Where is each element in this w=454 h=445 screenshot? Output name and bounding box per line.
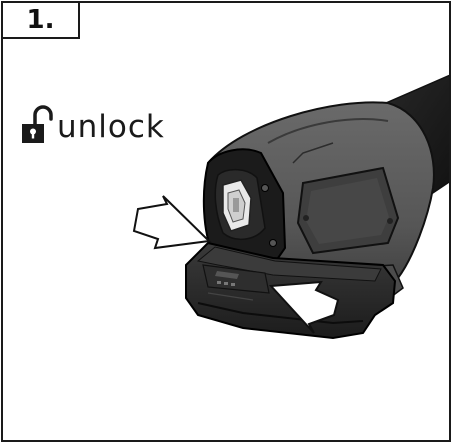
- arrow-lower-right: [268, 280, 340, 334]
- unlock-text: unlock: [57, 108, 165, 145]
- battery-removal-illustration: [132, 74, 449, 340]
- step-number: 1.: [26, 5, 55, 35]
- unlocked-padlock-icon: [22, 105, 53, 143]
- unlock-label: unlock: [21, 105, 165, 145]
- step-number-box: 1.: [3, 3, 80, 39]
- arrow-upper-left: [132, 195, 212, 250]
